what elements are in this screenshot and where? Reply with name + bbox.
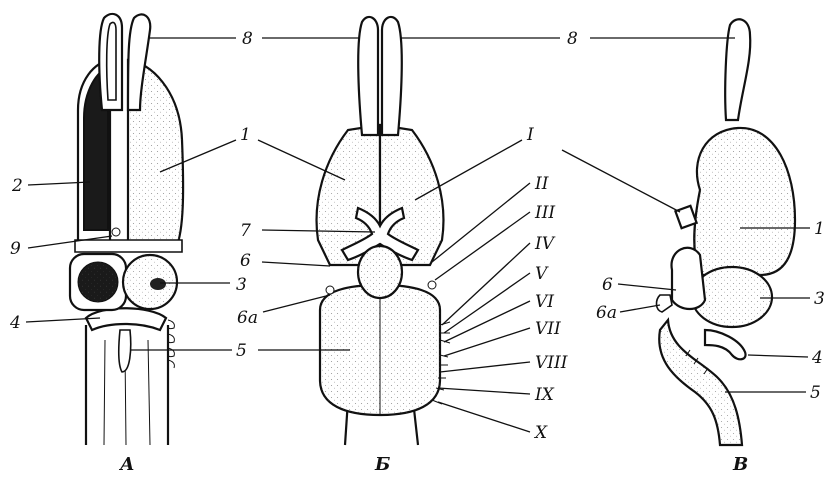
panel-b-olfactory-bulb-left bbox=[358, 17, 378, 135]
nerve-label-III: III bbox=[534, 203, 555, 223]
panel-c-olfactory-bulb bbox=[725, 19, 750, 120]
panel-a-cerebellum bbox=[86, 308, 166, 330]
nerve-label-X: X bbox=[533, 423, 548, 443]
label-6: 6 bbox=[240, 251, 251, 271]
label-2: 2 bbox=[11, 176, 23, 196]
label-8-right: 8 bbox=[567, 29, 578, 49]
nerve-label-IV: IV bbox=[534, 234, 556, 254]
panel-c-cerebellum bbox=[705, 330, 746, 359]
label-8-left: 8 bbox=[242, 29, 253, 49]
captions: А Б В bbox=[118, 454, 748, 475]
label-7: 7 bbox=[240, 221, 251, 241]
label-3-a: 3 bbox=[236, 275, 247, 295]
label-5-a: 5 bbox=[236, 341, 247, 361]
panel-c-brain bbox=[656, 19, 795, 445]
nerve-label-II: II bbox=[534, 174, 549, 194]
label-9: 9 bbox=[10, 239, 21, 259]
nerve-label-VI: VI bbox=[535, 292, 554, 312]
nerve-label-I: I bbox=[526, 125, 534, 145]
label-6a: 6a bbox=[237, 308, 258, 328]
label-1-c: 1 bbox=[814, 219, 825, 239]
label-1-a: 1 bbox=[240, 125, 251, 145]
caption-v: В bbox=[732, 454, 748, 475]
panel-b-olfactory-bulb-right bbox=[382, 17, 402, 135]
label-6-c: 6 bbox=[602, 275, 613, 295]
caption-b: Б bbox=[374, 454, 390, 475]
label-4-c: 4 bbox=[811, 348, 823, 368]
nerve-label-VII: VII bbox=[535, 319, 561, 339]
label-5-c: 5 bbox=[810, 383, 821, 403]
panel-a-brain bbox=[70, 14, 183, 445]
label-6a-c: 6a bbox=[596, 303, 617, 323]
label-3-c: 3 bbox=[814, 289, 825, 309]
nerve-label-IX: IX bbox=[534, 385, 555, 405]
label-4-a: 4 bbox=[9, 313, 21, 333]
caption-a: А bbox=[118, 454, 135, 475]
nerve-label-VIII: VIII bbox=[535, 353, 568, 373]
nerve-label-V: V bbox=[535, 264, 549, 284]
panel-c-diencephalon bbox=[672, 248, 705, 309]
